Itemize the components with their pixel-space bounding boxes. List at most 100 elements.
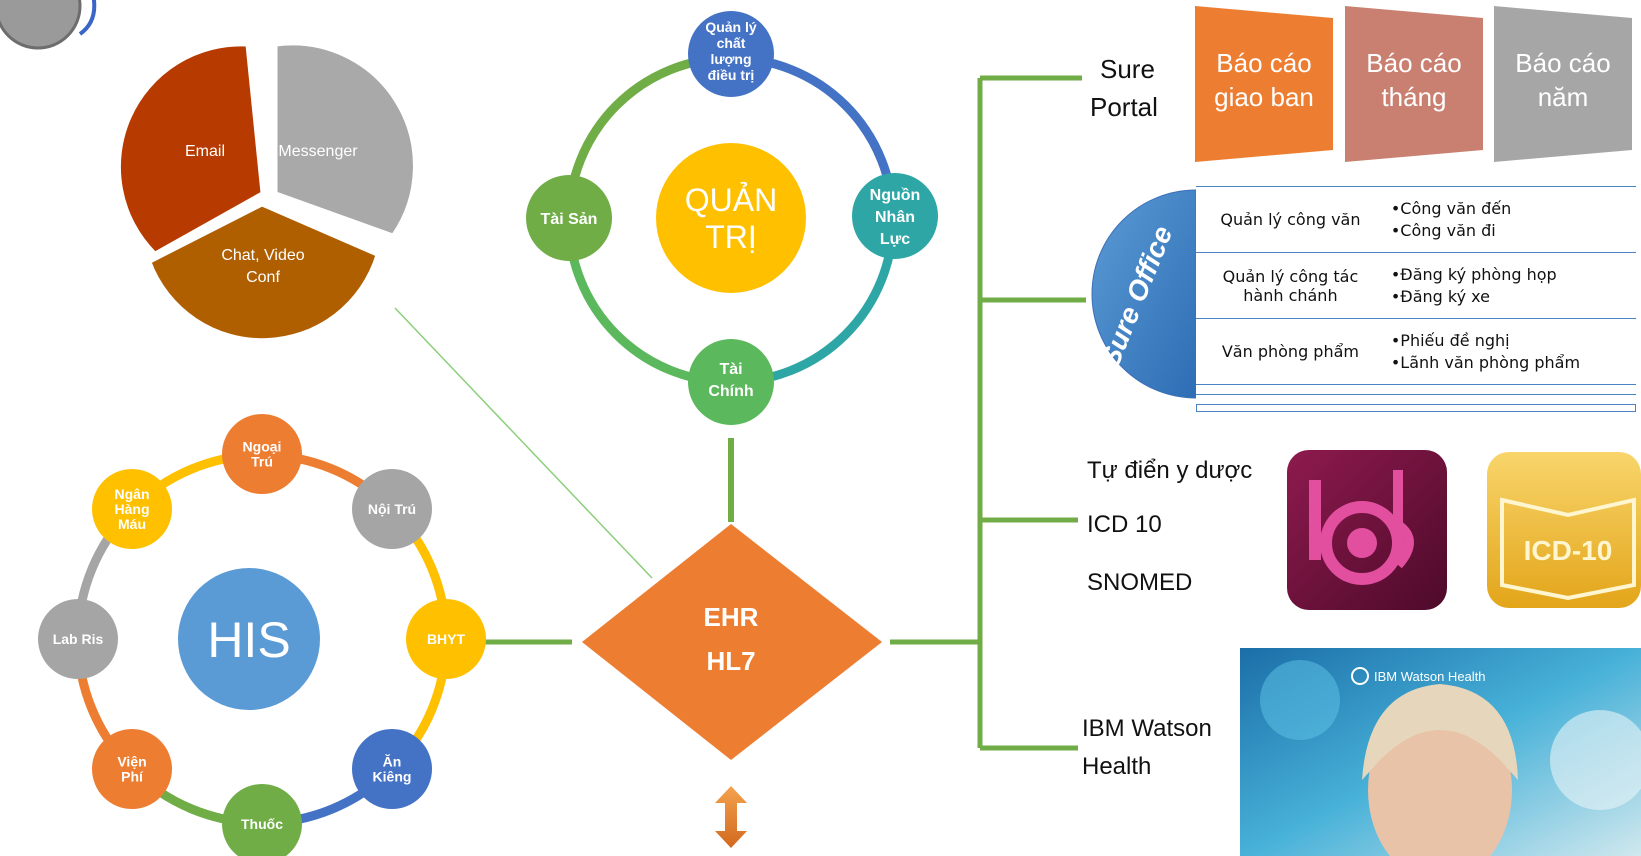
pie-label-chat-line1: Chat, Video xyxy=(221,247,304,264)
office-row-name: Quản lý công văn xyxy=(1196,186,1385,253)
pie-label-chat-line2: Conf xyxy=(246,269,280,286)
report-shape-fill xyxy=(1195,6,1333,162)
office-table: Quản lý công văn•Công văn đến•Công văn đ… xyxy=(1196,186,1636,405)
report-label-line1: Báo cáo xyxy=(1515,48,1610,78)
ehr-diamond: EHR HL7 xyxy=(582,524,882,760)
admin-center: QUẢN TRỊ xyxy=(656,143,806,293)
office-row-item: •Công văn đến xyxy=(1390,198,1512,218)
watson-label-line2: Health xyxy=(1082,753,1151,780)
report-label-line2: giao ban xyxy=(1214,82,1314,112)
admin-node-hr: Nguồn Nhân Lực xyxy=(852,173,938,259)
his-node-label: Máu xyxy=(118,516,146,532)
pie-label-email: Email xyxy=(185,143,225,160)
watson-globe-icon xyxy=(1351,667,1369,685)
admin-center-line2: TRỊ xyxy=(705,219,757,255)
office-row-items: •Đăng ký phòng họp•Đăng ký xe xyxy=(1384,252,1636,319)
report-shape-fill xyxy=(1345,6,1483,162)
ehr-line2: HL7 xyxy=(706,646,755,676)
his-node-circle xyxy=(92,729,172,809)
pie-slice-messenger xyxy=(274,42,416,237)
his-node-label: BHYT xyxy=(427,631,466,647)
his-node-label: Ngoại xyxy=(243,439,282,455)
admin-node-assets: Tài Sản xyxy=(526,175,612,261)
up-down-arrow-icon xyxy=(715,786,747,848)
admin-hr-line1: Nguồn xyxy=(870,187,921,204)
his-node-label: Kiêng xyxy=(373,769,412,785)
admin-center-line1: QUẢN xyxy=(685,182,777,218)
his-node-label: Hàng xyxy=(115,501,150,517)
his-node-circle xyxy=(352,469,432,549)
office-row: Văn phòng phẩm•Phiếu đề nghị•Lãnh văn ph… xyxy=(1196,318,1636,385)
admin-finance-line1: Tài xyxy=(719,361,742,378)
ehr-line1: EHR xyxy=(704,602,759,632)
his-node-insurance: BHYT xyxy=(406,599,486,679)
his-node-label: Trú xyxy=(251,454,273,470)
portal-label-line2: Portal xyxy=(1090,92,1158,122)
office-badge: Sure Office xyxy=(1091,189,1197,399)
office-row-items: •Phiếu đề nghị•Lãnh văn phòng phẩm xyxy=(1384,318,1636,385)
admin-hr-line2: Nhân xyxy=(875,209,915,226)
admin-node-quality: Quản lý chất lượng điều trị xyxy=(688,11,774,97)
office-row-item: •Đăng ký xe xyxy=(1390,286,1490,306)
his-node-label: Thuốc xyxy=(241,816,283,832)
watson-label-line1: IBM Watson xyxy=(1082,715,1212,742)
watson-health-banner: IBM Watson Health xyxy=(1240,648,1641,856)
his-node-label: Ăn xyxy=(383,754,402,770)
his-node-label: Ngân xyxy=(115,486,150,502)
his-node-inpatient: Nội Trú xyxy=(352,469,432,549)
connector-comm xyxy=(394,307,653,579)
office-row-item: •Lãnh văn phòng phẩm xyxy=(1390,352,1581,372)
report-label-line2: tháng xyxy=(1381,82,1446,112)
pie-label-messenger: Messenger xyxy=(278,143,358,160)
dict-item-3: SNOMED xyxy=(1087,569,1192,596)
admin-quality-line4: điều trị xyxy=(708,67,755,83)
communication-pie: Email Messenger Chat, Video Conf xyxy=(117,42,416,342)
his-node-medicine: Thuốc xyxy=(222,784,302,856)
admin-assets-label: Tài Sản xyxy=(541,211,598,228)
his-node-lab-ris: Lab Ris xyxy=(38,599,118,679)
his-node-label: Lab Ris xyxy=(53,631,104,647)
report-shape-1: Báo cáo giao ban xyxy=(1195,6,1333,162)
his-center-label: HIS xyxy=(207,612,290,668)
office-row-item: •Đăng ký phòng họp xyxy=(1390,264,1557,284)
admin-quality-line3: lượng xyxy=(710,51,751,67)
admin-node-finance: Tài Chính xyxy=(688,339,774,425)
his-node-circle xyxy=(222,784,302,856)
connector-bracket xyxy=(890,75,1086,751)
his-node-circle xyxy=(92,469,172,549)
office-row-empty xyxy=(1196,394,1636,405)
office-row-item: •Công văn đi xyxy=(1390,220,1496,240)
report-label-line1: Báo cáo xyxy=(1216,48,1311,78)
admin-finance-line2: Chính xyxy=(708,383,753,400)
office-row-item: •Phiếu đề nghị xyxy=(1390,330,1510,350)
his-node-circle xyxy=(38,599,118,679)
office-row-empty xyxy=(1196,384,1636,395)
his-center: HIS xyxy=(178,568,320,710)
his-node-circle xyxy=(222,414,302,494)
office-row: Quản lý công văn•Công văn đến•Công văn đ… xyxy=(1196,186,1636,253)
pie-slice-email xyxy=(117,43,264,255)
office-row-name: Văn phòng phẩm xyxy=(1196,318,1385,385)
his-node-label: Phí xyxy=(121,769,144,785)
portal-label-line1: Sure xyxy=(1100,54,1155,84)
icd10-logo-text: ICD-10 xyxy=(1524,535,1613,566)
report-label-line1: Báo cáo xyxy=(1366,48,1461,78)
pie-slice-chat xyxy=(148,203,379,342)
his-node-label: Viện xyxy=(117,754,146,770)
office-row-items: •Công văn đến•Công văn đi xyxy=(1384,186,1636,253)
dict-item-1: Tự điển y dược xyxy=(1087,457,1252,484)
report-shape-2: Báo cáo tháng xyxy=(1345,6,1483,162)
office-row: Quản lý công tác hành chánh•Đăng ký phòn… xyxy=(1196,252,1636,319)
his-node-circle xyxy=(406,599,486,679)
admin-hr-line3: Lực xyxy=(880,231,910,248)
drug-dictionary-app-icon xyxy=(1287,450,1447,610)
admin-quality-line2: chất xyxy=(717,35,746,51)
